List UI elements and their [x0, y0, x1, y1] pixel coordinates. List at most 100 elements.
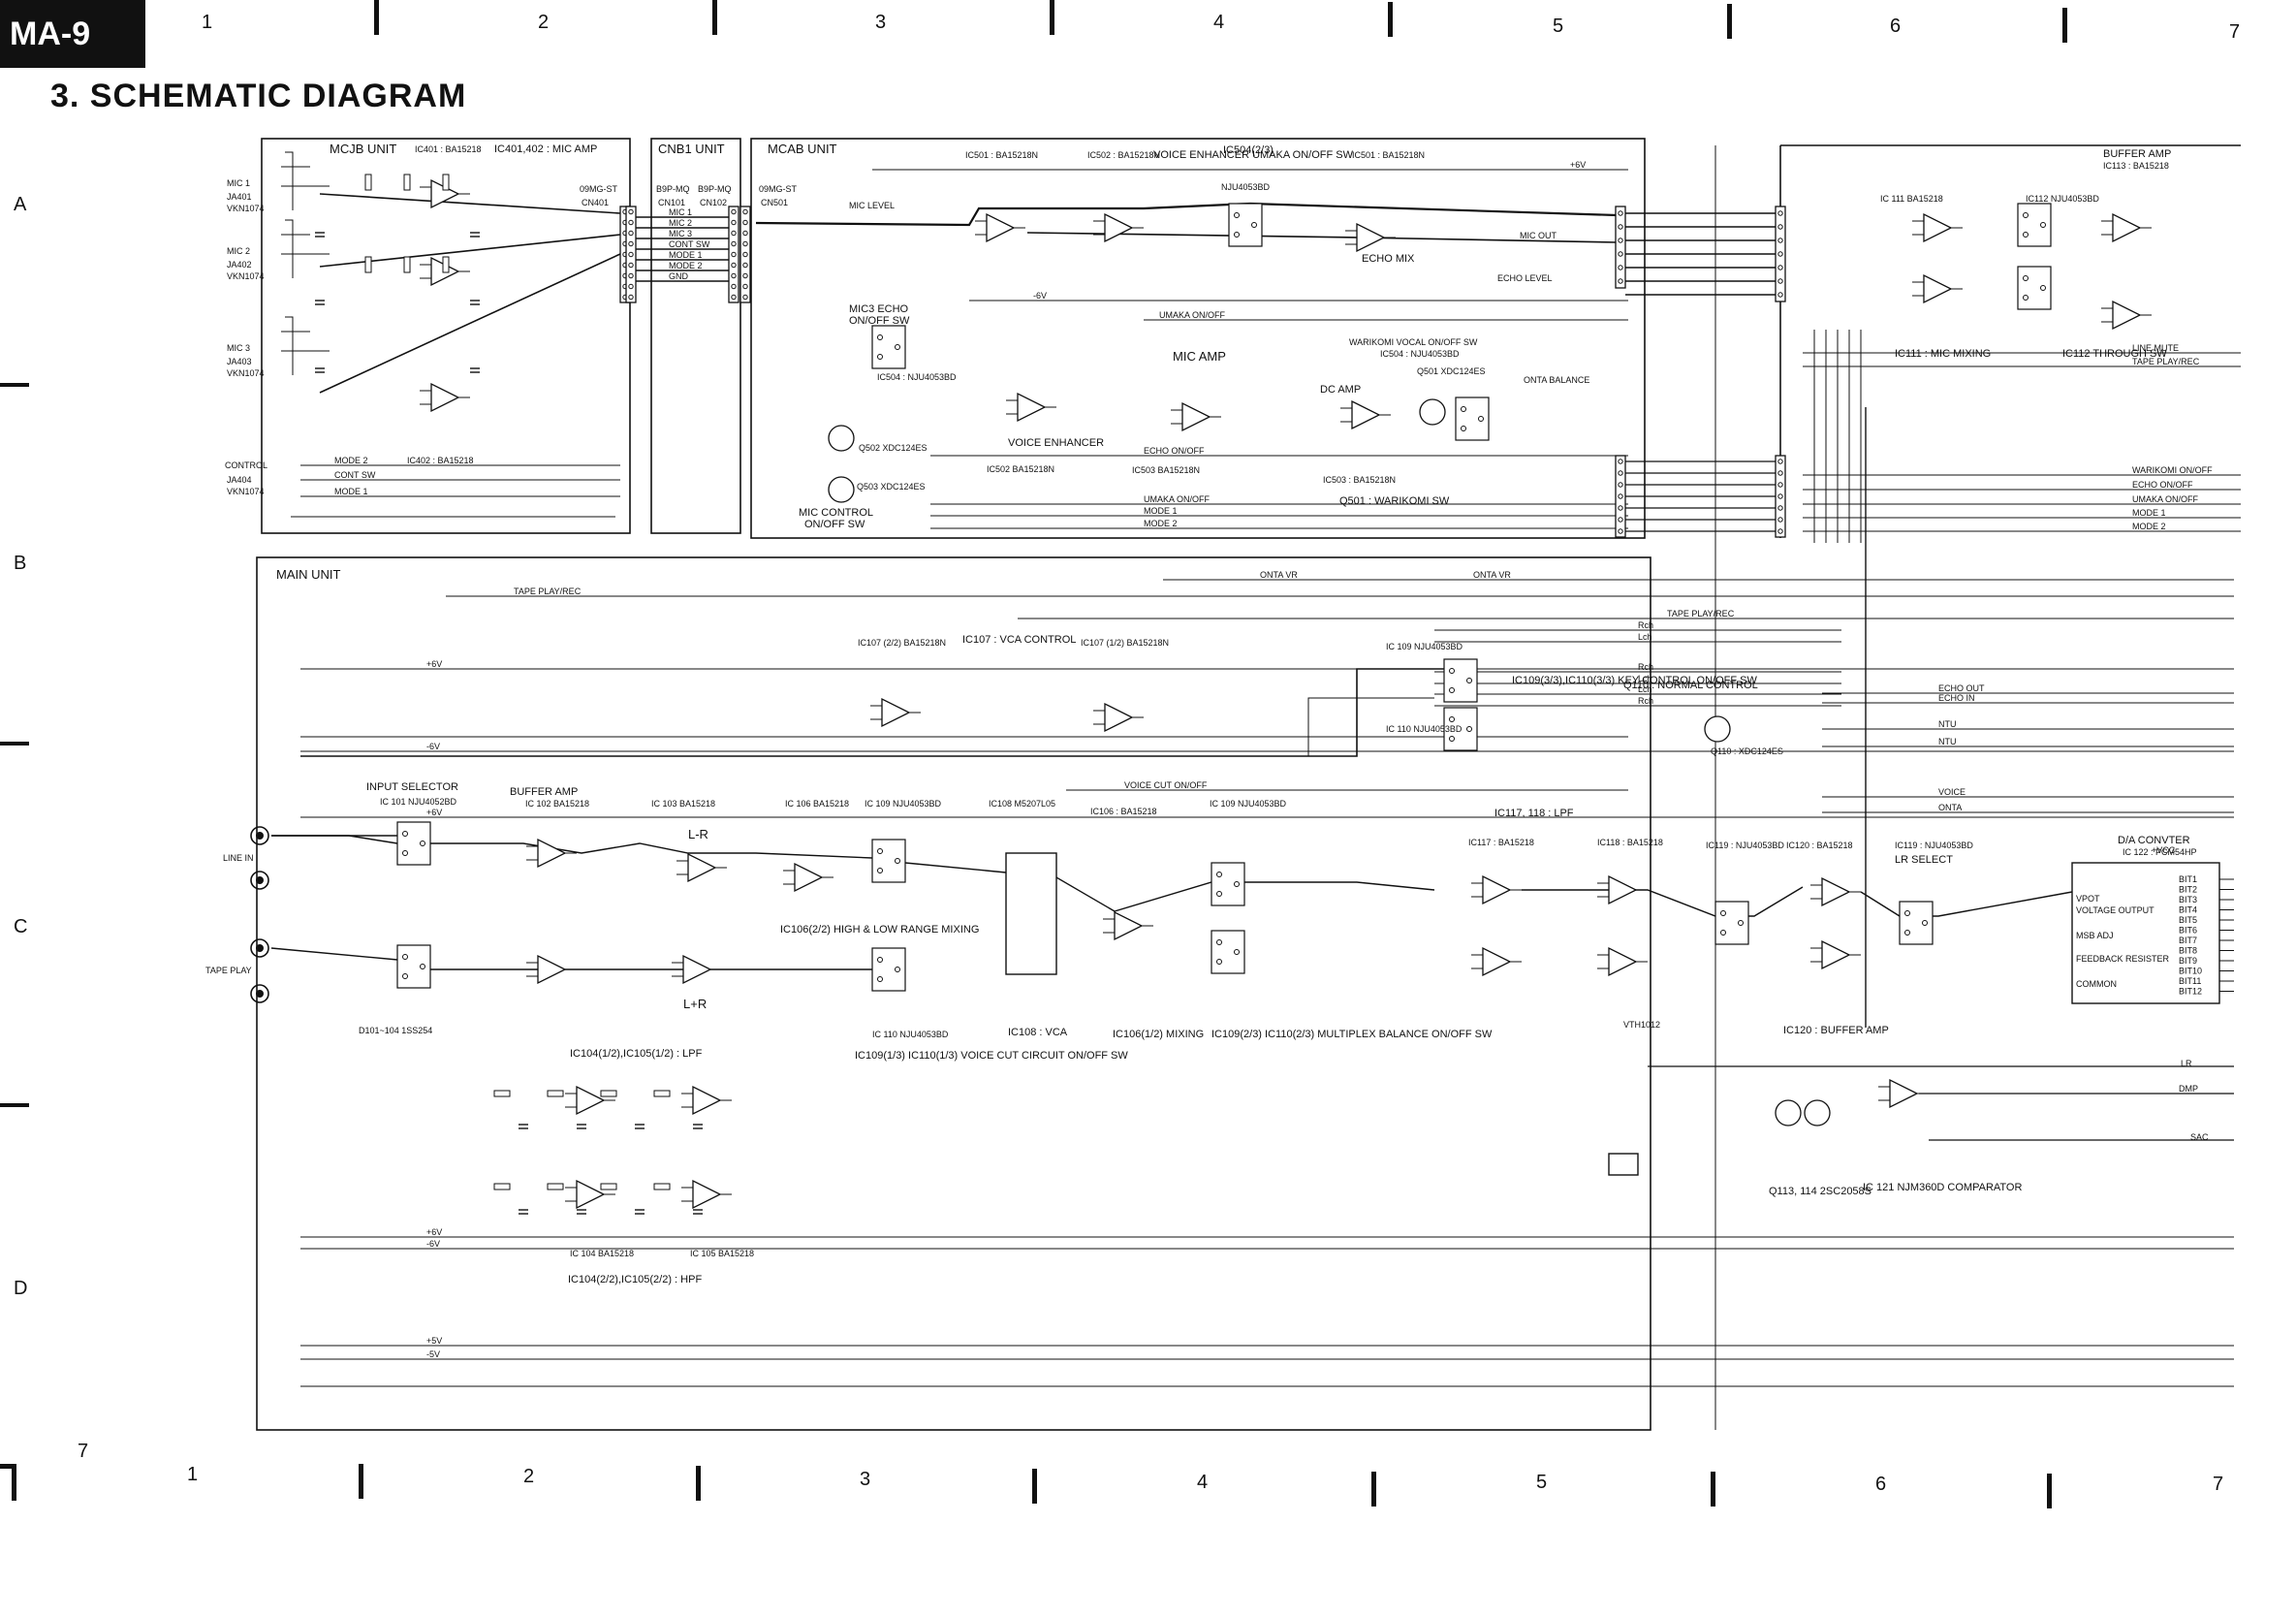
ic401-402-label: IC401,402 : MIC AMP [494, 143, 597, 155]
grid-top-tick [2062, 8, 2067, 43]
l-plus-r-label: L+R [683, 997, 707, 1011]
voice-cut-circuit-label: IC109(1/3) IC110(1/3) VOICE CUT CIRCUIT … [855, 1050, 1128, 1062]
ic401-label: IC401 : BA15218 [415, 144, 482, 154]
cnb1-pin-label: MODE 1 [669, 250, 703, 260]
grid-bottom-col-5: 5 [1536, 1472, 1548, 1493]
grid-bottom-left: 7 [78, 1441, 89, 1462]
voice-enhancer-label: VOICE ENHANCER [1008, 437, 1104, 449]
connector-pin [1777, 278, 1783, 284]
ic106-label: IC 106 BA15218 [785, 799, 849, 809]
ic104-opamp-2 [576, 1179, 606, 1210]
ic122-bit-pin-label: BIT8 [2179, 946, 2197, 956]
q110-label: Q110 : NORMAL CONTROL [1623, 680, 1758, 691]
ic120-label: IC120 : BA15218 [1786, 841, 1853, 850]
cnb1-unit-label: CNB1 UNIT [658, 142, 725, 156]
cnb1-pin-label: GND [669, 271, 689, 281]
ic118-opamp-1 [1608, 874, 1638, 905]
power-rail-label: +6V [426, 808, 442, 817]
ic112-label: IC112 NJU4053BD [2026, 194, 2099, 204]
connector-pin [628, 294, 634, 301]
right-unit-connector-2 [1775, 455, 1786, 538]
switch-contact [1251, 222, 1257, 228]
ic113-label: IC113 : BA15218 [2103, 161, 2169, 171]
power-rail-label: +6V [426, 659, 442, 669]
switch-contact [402, 973, 408, 979]
lch-bus [300, 668, 1454, 757]
grid-top-col-2: 2 [538, 12, 550, 33]
power-rail-label: +5V [426, 1336, 442, 1346]
jack-part-label: VKN1074 [227, 271, 265, 281]
power-rail-label: +6V [426, 1227, 442, 1237]
right-unit-connector-1 [1775, 206, 1786, 302]
switch-contact [2023, 275, 2029, 281]
q502-transistor [828, 425, 855, 452]
lr-label: LR [2181, 1059, 2192, 1068]
ic108-label: IC108 M5207L05 [989, 799, 1055, 809]
ic502-label: IC502 : BA15218N [1087, 150, 1160, 160]
switch-contact [420, 964, 425, 969]
switch-contact [2040, 222, 2046, 228]
ic111-opamp-1 [1923, 212, 1953, 243]
ic118-opamp-2 [1608, 946, 1638, 977]
page-badge: MA-9 [0, 0, 145, 68]
ic121-label: IC 121 NJM360D COMPARATOR [1863, 1182, 2022, 1193]
connector-pin [628, 251, 634, 258]
ic108-vca-label: IC108 : VCA [1008, 1027, 1068, 1038]
ic122-pin-label: VPOT [2076, 894, 2100, 904]
grid-top-tick [1050, 0, 1054, 35]
connector-pin [731, 272, 737, 279]
ic501-opamp-1 [986, 212, 1016, 243]
mcab-control-label: MODE 2 [1144, 519, 1178, 528]
q110-xdc-label: Q110 : XDC124ES [1711, 746, 1783, 756]
connector-pin [742, 208, 748, 215]
main-signal-path [1860, 891, 2073, 917]
connector-type-label: 09MG-ST [759, 184, 798, 194]
ic402-opamp [430, 382, 460, 413]
cnb1-pin-label: MIC 3 [669, 229, 692, 238]
ic107-opamp-2 [881, 697, 911, 728]
ic105-opamp-1 [692, 1085, 722, 1116]
connector-pin [1777, 265, 1783, 270]
mcjb-unit-label: MCJB UNIT [330, 142, 396, 156]
ic119b-label: IC119 : NJU4053BD [1895, 841, 1973, 850]
switch-contact [1234, 949, 1240, 955]
main-signal-path [430, 842, 873, 859]
onta-vr-label: ONTA VR [1473, 570, 1511, 580]
jack-part-label: VKN1074 [227, 487, 265, 496]
ic111-label: IC 111 BA15218 [1880, 194, 1943, 204]
ic122-pin-label: FEEDBACK RESISTER [2076, 954, 2170, 964]
grid-bottom-tick [1711, 1472, 1715, 1507]
connector-pin [731, 240, 737, 247]
grid-row-mark [0, 742, 29, 746]
corner-mark [0, 1464, 16, 1469]
switch-contact [1234, 212, 1240, 218]
voice-cut-label: VOICE CUT ON/OFF [1124, 780, 1208, 790]
ic109b-label: IC 109 NJU4053BD [865, 799, 942, 809]
connector-type-label: B9P-MQ [698, 184, 732, 194]
ic110-nju-label: IC 110 NJU4053BD [872, 1030, 949, 1039]
ic107-22-label: IC107 (2/2) BA15218N [858, 638, 946, 648]
ic117-opamp-1 [1482, 874, 1512, 905]
q503-label: Q503 XDC124ES [857, 482, 926, 492]
cnb1-unit-frame [650, 138, 741, 534]
da-converter-label: D/A CONVTER [2118, 835, 2190, 846]
grid-bottom-col-1: 1 [187, 1464, 199, 1485]
grid-bottom-col-7: 7 [2213, 1474, 2224, 1495]
switch-contact [877, 976, 883, 982]
ic108-block [1005, 852, 1057, 975]
filter-resistor [600, 1183, 617, 1190]
connector-pin [1618, 238, 1623, 243]
channel-label: Rch [1638, 620, 1653, 630]
ic122-label: IC 122 : PCM54HP [2123, 847, 2197, 857]
channel-label: Lch [1638, 632, 1652, 642]
ic502-ba-label: IC502 BA15218N [987, 464, 1054, 474]
connector-pin [1618, 528, 1623, 534]
ic113-opamp-2 [2112, 300, 2142, 331]
ic503-opamp-2 [1351, 399, 1381, 430]
control-signal-label: CONT SW [334, 470, 376, 480]
grid-top-tick [1388, 2, 1393, 37]
connector-pin [1618, 210, 1623, 216]
q501-warikomi-label: Q501 : WARIKOMI SW [1339, 495, 1450, 507]
ic122-bit-pin-label: BIT1 [2179, 874, 2197, 884]
mic-out-label: MIC OUT [1520, 231, 1557, 240]
